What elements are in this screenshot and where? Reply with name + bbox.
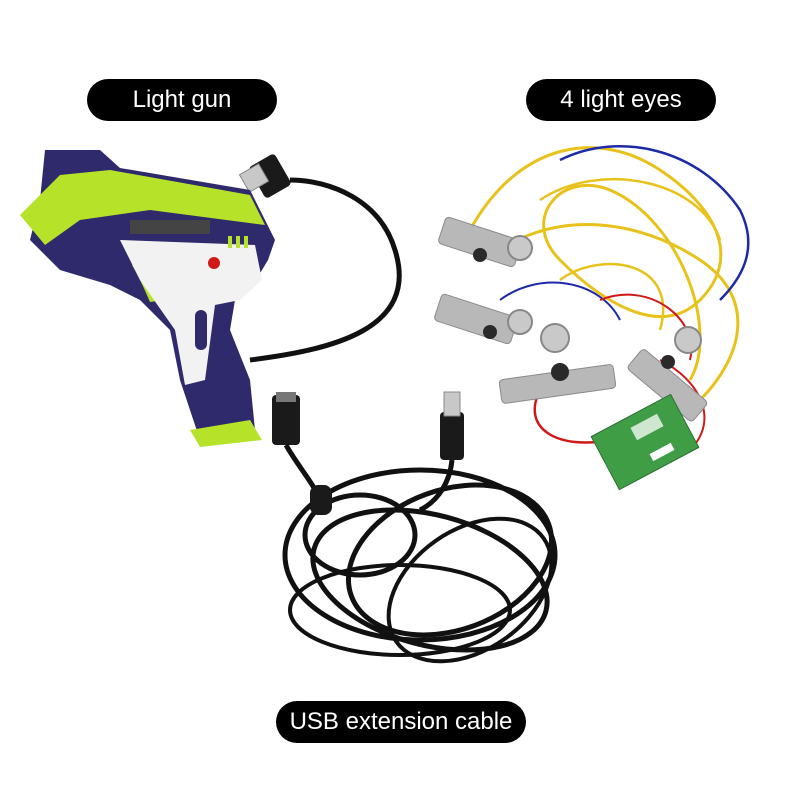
usb-extension-cable-label: USB extension cable [276, 701, 526, 743]
light-eye-sensor-icon [438, 216, 533, 268]
light-eye-sensor-icon [627, 326, 708, 422]
light-gun-label: Light gun [87, 79, 277, 121]
light-eye-sensor-icon [434, 293, 570, 353]
light-eye-sensor-icon [498, 363, 617, 404]
light-eyes-label: 4 light eyes [526, 79, 716, 121]
circuit-board-icon [590, 393, 700, 491]
light-eyes-image [434, 145, 750, 491]
usb-plug-icon [238, 154, 291, 198]
light-gun-image [20, 150, 402, 447]
coiled-cable-image [272, 391, 558, 664]
